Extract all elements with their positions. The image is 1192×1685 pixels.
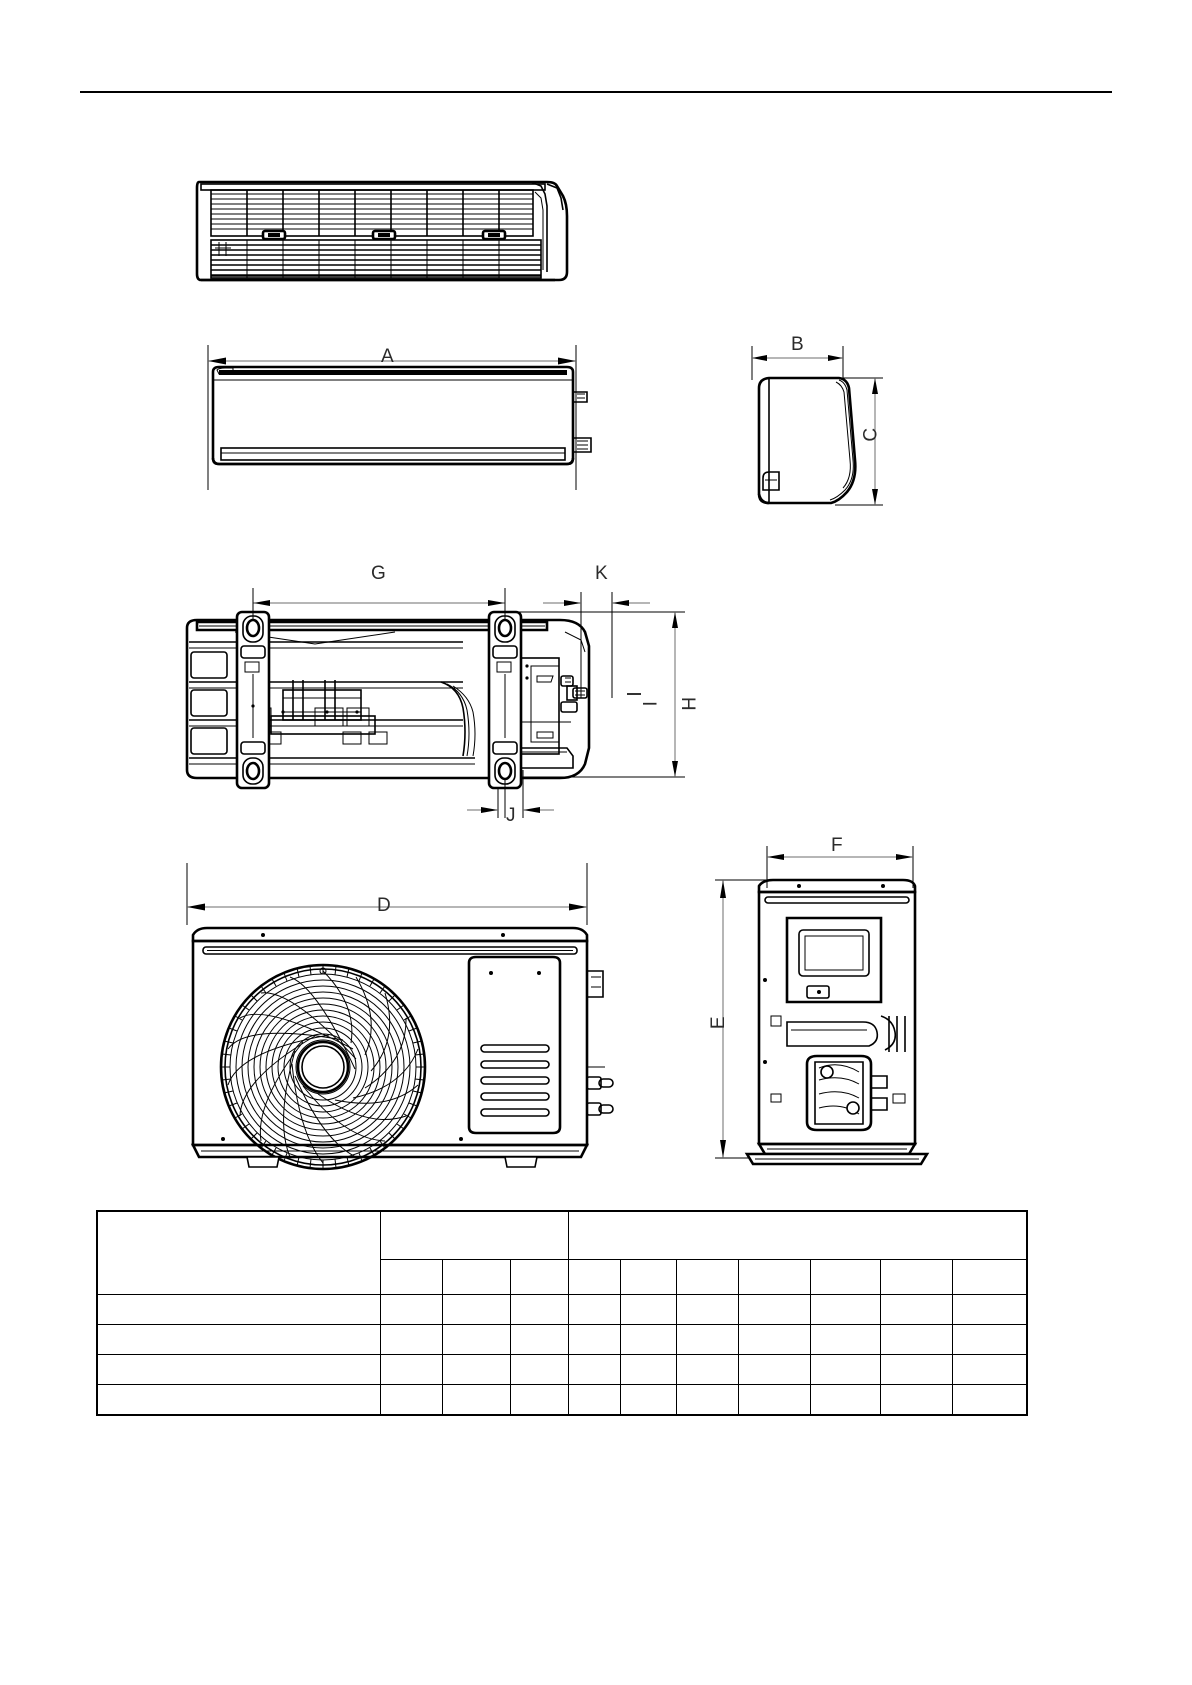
table-cell (879, 1384, 953, 1416)
table-cell (379, 1294, 443, 1325)
table-cell (951, 1384, 1029, 1416)
dimension-label-I: I (640, 700, 662, 707)
table-cell (379, 1384, 443, 1416)
table-subheader-cell (951, 1259, 1029, 1295)
table-cell (619, 1384, 677, 1416)
table-cell (441, 1354, 511, 1385)
table-row-name (96, 1354, 381, 1385)
table-row (96, 1294, 1029, 1325)
outdoor-front-view (175, 855, 645, 1175)
table-cell (509, 1294, 569, 1325)
table-cell (879, 1354, 953, 1385)
dimension-label-E: E (708, 1015, 730, 1030)
table-cell (509, 1324, 569, 1355)
indoor-side-view (735, 340, 915, 520)
table-cell (675, 1354, 739, 1385)
table-cell (509, 1354, 569, 1385)
dimension-label-K: K (595, 563, 609, 584)
table-cell (675, 1384, 739, 1416)
indoor-rear-mount-view (175, 570, 735, 825)
table-header-group-right (567, 1210, 1029, 1260)
table-cell (441, 1384, 511, 1416)
table-cell (567, 1294, 621, 1325)
table-row-name (96, 1324, 381, 1355)
table-cell (675, 1294, 739, 1325)
table-cell (809, 1294, 881, 1325)
dimension-label-C: C (860, 427, 882, 442)
dimension-label-D: D (377, 895, 392, 916)
table-cell (879, 1294, 953, 1325)
indoor-front-view (195, 340, 595, 510)
table-cell (951, 1354, 1029, 1385)
dimension-label-F: F (831, 835, 844, 856)
header-divider (80, 91, 1112, 93)
indoor-top-view (195, 176, 585, 291)
table-cell (567, 1354, 621, 1385)
table-cell (951, 1294, 1029, 1325)
dimension-label-A: A (381, 346, 395, 367)
table-cell (737, 1294, 811, 1325)
outdoor-side-view (695, 840, 940, 1180)
table-cell (619, 1294, 677, 1325)
table-header-model-cell (96, 1210, 381, 1295)
table-cell (809, 1324, 881, 1355)
table-cell (951, 1324, 1029, 1355)
table-cell (809, 1384, 881, 1416)
table-cell (619, 1324, 677, 1355)
dimension-label-G: G (371, 563, 387, 584)
table-cell (441, 1294, 511, 1325)
table-subheader-cell (441, 1259, 511, 1295)
dimension-label-H: H (679, 696, 701, 711)
table-cell (809, 1354, 881, 1385)
table-row (96, 1324, 1029, 1355)
table-row (96, 1354, 1029, 1385)
table-row-name (96, 1384, 381, 1416)
table-cell (619, 1354, 677, 1385)
table-cell (509, 1384, 569, 1416)
table-header-group-mid (379, 1210, 569, 1260)
table-cell (737, 1354, 811, 1385)
table-subheader-cell (509, 1259, 569, 1295)
table-cell (567, 1384, 621, 1416)
table-cell (737, 1324, 811, 1355)
table-subheader-cell (879, 1259, 953, 1295)
table-cell (379, 1354, 443, 1385)
table-cell (675, 1324, 739, 1355)
table-subheader-cell (379, 1259, 443, 1295)
table-row (96, 1384, 1029, 1416)
dimension-label-B: B (791, 334, 805, 355)
table-subheader-cell (809, 1259, 881, 1295)
table-cell (737, 1384, 811, 1416)
table-row-name (96, 1294, 381, 1325)
table-cell (441, 1324, 511, 1355)
table-subheader-cell (567, 1259, 621, 1295)
table-subheader-cell (675, 1259, 739, 1295)
dimension-label-J: J (506, 805, 516, 826)
table-subheader-cell (737, 1259, 811, 1295)
table-cell (567, 1324, 621, 1355)
table-cell (879, 1324, 953, 1355)
table-subheader-cell (619, 1259, 677, 1295)
table-cell (379, 1324, 443, 1355)
dimension-spec-table (96, 1210, 1029, 1416)
